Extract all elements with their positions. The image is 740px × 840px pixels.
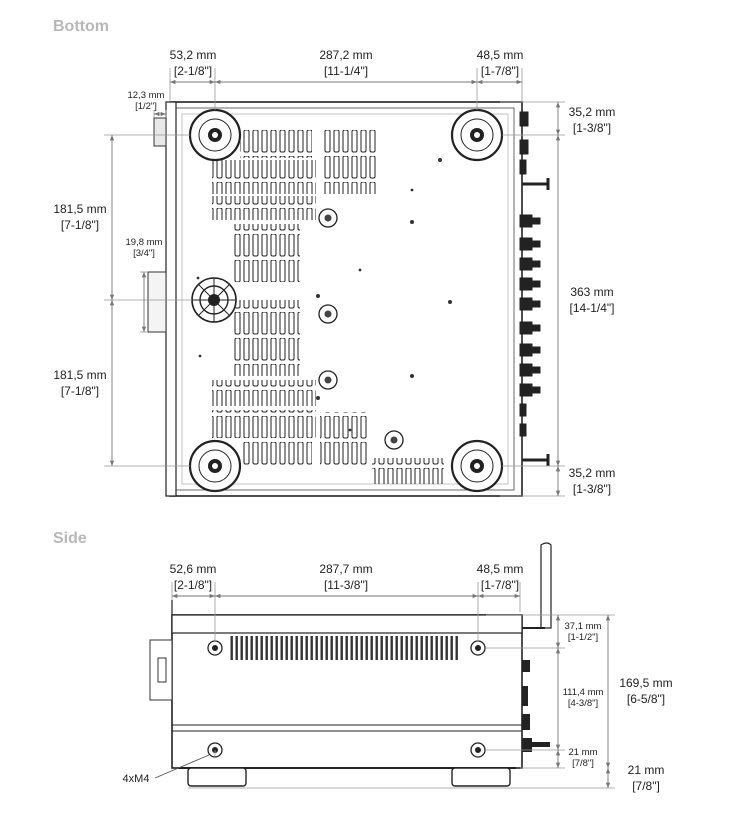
dim-inch: [14-1/4"] bbox=[569, 301, 615, 315]
dim-inch: [11-3/8"] bbox=[323, 578, 369, 592]
side-dim-feet-height: 21 mm [7/8"] bbox=[612, 762, 680, 794]
antenna bbox=[540, 542, 552, 629]
dim-inch: [1-3/8"] bbox=[572, 482, 612, 496]
side-dim-hole-to-rear: 48,5 mm [1-7/8"] bbox=[465, 561, 535, 593]
dim-inch: [7-1/8"] bbox=[60, 384, 100, 398]
side-dim-front-to-hole: 52,6 mm [2-1/8"] bbox=[158, 561, 228, 593]
screw-leader-line bbox=[154, 754, 210, 779]
dim-inch: [2-1/8"] bbox=[173, 578, 213, 592]
side-dim-total-height: 169,5 mm [6-5/8"] bbox=[612, 675, 680, 707]
dim-mm: 363 mm bbox=[570, 285, 614, 299]
dim-mm: 52,6 mm bbox=[169, 562, 217, 576]
dim-mm: 37,1 mm bbox=[564, 621, 602, 632]
bottom-dim-left-lower: 181,5 mm [7-1/8"] bbox=[48, 367, 112, 399]
dim-inch: [11-1/4"] bbox=[323, 64, 369, 78]
dim-inch: [6-5/8"] bbox=[626, 692, 666, 706]
bottom-foot-bottom-left bbox=[188, 439, 242, 493]
bottom-dim-total-width: 363 mm [14-1/4"] bbox=[562, 284, 622, 316]
dim-inch: [7-1/8"] bbox=[60, 218, 100, 232]
side-screw-hole-upper-right bbox=[470, 640, 486, 656]
dim-mm: 169,5 mm bbox=[619, 676, 673, 690]
side-view bbox=[149, 542, 615, 789]
dim-inch: [1-1/2"] bbox=[567, 632, 599, 643]
dim-inch: [1-7/8"] bbox=[480, 64, 520, 78]
bottom-dim-foot-to-rear: 48,5 mm [1-7/8"] bbox=[465, 47, 535, 79]
dim-mm: 19,8 mm bbox=[125, 237, 163, 248]
dim-mm: 287,2 mm bbox=[319, 48, 373, 62]
bottom-view-title: Bottom bbox=[53, 18, 109, 35]
bottom-dim-left-upper: 181,5 mm [7-1/8"] bbox=[48, 201, 112, 233]
dim-inch: [4-3/8"] bbox=[567, 698, 599, 709]
bottom-dim-knob-width: 19,8 mm [3/4"] bbox=[120, 237, 168, 259]
bottom-foot-bottom-right bbox=[450, 439, 504, 493]
dim-mm: 12,3 mm bbox=[127, 90, 165, 101]
dim-mm: 53,2 mm bbox=[169, 48, 217, 62]
vent-slots-2 bbox=[322, 130, 378, 194]
side-screw-hole-upper-left bbox=[207, 640, 223, 656]
side-screw-hole-lower-right bbox=[470, 742, 486, 758]
bottom-dim-front-to-foot: 53,2 mm [2-1/8"] bbox=[158, 47, 228, 79]
bottom-dim-knob-depth: 12,3 mm [1/2"] bbox=[122, 90, 170, 112]
side-dim-lower-offset: 21 mm [7/8"] bbox=[560, 747, 606, 769]
dim-mm: 35,2 mm bbox=[568, 105, 616, 119]
side-foot-left bbox=[187, 767, 247, 787]
dim-inch: [1-3/8"] bbox=[572, 121, 612, 135]
volume-knob-top bbox=[153, 117, 167, 147]
dim-mm: 181,5 mm bbox=[53, 368, 107, 382]
bottom-foot-top-right bbox=[450, 108, 504, 162]
dim-mm: 21 mm bbox=[568, 747, 598, 758]
dim-mm: 48,5 mm bbox=[476, 48, 524, 62]
bottom-dim-right-bottom: 35,2 mm [1-3/8"] bbox=[562, 465, 622, 497]
side-dim-hole-spacing: 287,7 mm [11-3/8"] bbox=[300, 561, 392, 593]
dim-inch: [1-7/8"] bbox=[480, 578, 520, 592]
dim-inch: [3/4"] bbox=[133, 248, 155, 259]
bottom-view bbox=[104, 68, 565, 497]
dim-mm: 111,4 mm bbox=[562, 687, 604, 698]
dim-mm: 21 mm bbox=[627, 763, 665, 777]
dim-inch: [2-1/8"] bbox=[173, 64, 213, 78]
bottom-center-mount bbox=[191, 277, 237, 323]
dim-inch: [1/2"] bbox=[135, 101, 157, 112]
side-dim-vertical-hole-spacing: 111,4 mm [4-3/8"] bbox=[560, 687, 606, 709]
vent-slots-1 bbox=[212, 160, 316, 194]
bottom-foot-top-left bbox=[188, 108, 242, 162]
side-view-title: Side bbox=[53, 530, 87, 547]
dim-mm: 35,2 mm bbox=[568, 466, 616, 480]
bottom-dim-foot-spacing: 287,2 mm [11-1/4"] bbox=[300, 47, 392, 79]
dim-inch: [7/8"] bbox=[572, 758, 594, 769]
dim-mm: 48,5 mm bbox=[476, 562, 524, 576]
side-dim-upper-offset: 37,1 mm [1-1/2"] bbox=[560, 621, 606, 643]
side-vents bbox=[228, 636, 460, 660]
front-knob-large bbox=[147, 271, 167, 333]
rear-connectors bbox=[519, 111, 541, 437]
side-foot-right bbox=[451, 767, 511, 787]
bottom-dim-right-top: 35,2 mm [1-3/8"] bbox=[562, 104, 622, 136]
screw-spec-label: 4xM4 bbox=[122, 773, 150, 785]
dim-mm: 181,5 mm bbox=[53, 202, 107, 216]
dim-inch: [7/8"] bbox=[632, 779, 660, 793]
dim-mm: 287,7 mm bbox=[319, 562, 373, 576]
